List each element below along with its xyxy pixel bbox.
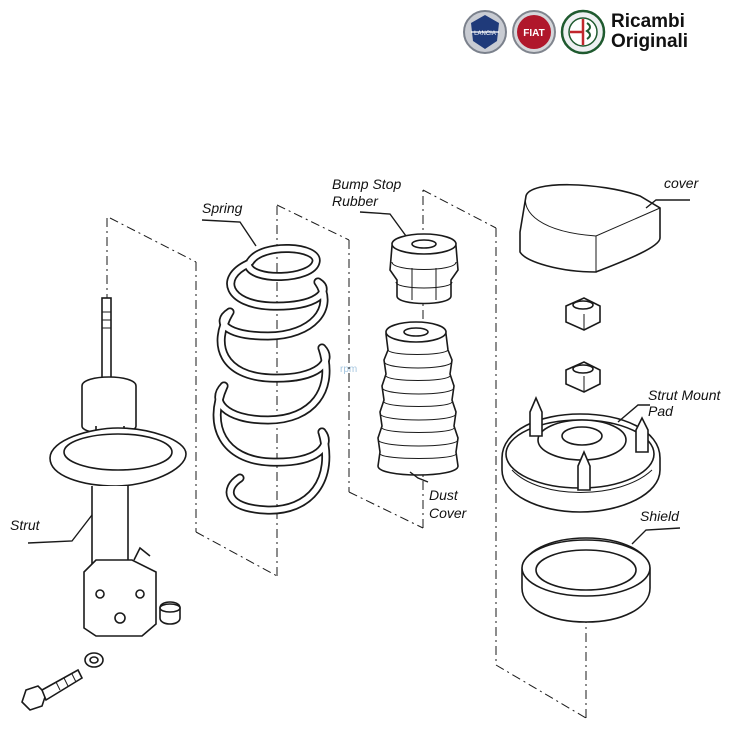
leader-lines xyxy=(27,199,690,545)
brand-title: Ricambi Originali xyxy=(611,12,688,52)
label-shield: Shield xyxy=(640,508,680,524)
strut-assembly xyxy=(49,297,187,637)
svg-text:LANCIA: LANCIA xyxy=(474,31,496,37)
shield-ring xyxy=(521,537,651,623)
label-strut: Strut xyxy=(10,517,41,533)
label-bump-stop-line-1: Bump Stop xyxy=(332,176,401,192)
label-bump-stop-line-2: Rubber xyxy=(332,193,379,209)
washer xyxy=(84,652,104,668)
label-cover: cover xyxy=(664,175,700,191)
brand-line-1: Ricambi xyxy=(611,11,685,32)
brand-line-2: Originali xyxy=(611,31,689,52)
top-cover xyxy=(519,183,661,273)
watermark: rpm xyxy=(340,364,357,375)
label-dust-cover-line-2: Cover xyxy=(429,505,468,521)
label-dust-cover-line-1: Dust xyxy=(429,487,459,503)
strut-mount-pad xyxy=(501,395,661,513)
lower-nut xyxy=(565,361,601,393)
brand-header: LANCIA FIAT Ricambi Originali xyxy=(462,6,688,58)
label-strut-mount-line-1: Strut Mount xyxy=(648,387,721,403)
label-spring: Spring xyxy=(202,200,243,216)
dust-cover xyxy=(377,321,459,476)
label-strut-mount-line-2: Pad xyxy=(648,403,674,419)
upper-nut xyxy=(565,297,601,331)
bump-stop-rubber xyxy=(389,233,459,305)
alfa-romeo-logo-icon xyxy=(560,9,606,55)
lancia-logo-icon: LANCIA xyxy=(463,10,507,54)
mounting-bolt xyxy=(21,668,84,711)
fiat-logo-icon: FIAT xyxy=(512,10,556,54)
coil-spring xyxy=(212,244,331,515)
svg-text:FIAT: FIAT xyxy=(523,28,544,39)
